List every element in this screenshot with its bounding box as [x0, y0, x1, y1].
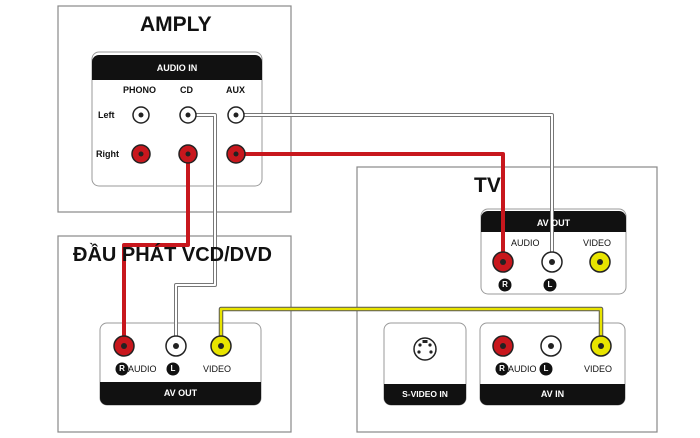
- player-audio-l-jack: [165, 335, 187, 357]
- tv-in-audio-r-jack: [492, 335, 514, 357]
- amply-aux-left-jack: [227, 106, 245, 124]
- player-audio-label: AUDIO: [128, 364, 157, 374]
- tv-in-r-badge-text: R: [499, 364, 505, 373]
- tv-title: TV: [474, 174, 501, 197]
- tv-in-video-jack: [590, 335, 612, 357]
- tv-in-audio-l-jack: [540, 335, 562, 357]
- tv-svideo-footer: S-VIDEO IN: [402, 389, 448, 399]
- amply-aux-right-jack: [226, 144, 246, 164]
- amply-row-left: Left: [98, 110, 115, 120]
- tv-in-l-badge: [539, 362, 553, 376]
- tv-in-r-badge: [495, 362, 509, 376]
- amply-cd-right-jack: [178, 144, 198, 164]
- amply-col-phono: PHONO: [123, 85, 157, 95]
- amply-cd-left-jack: [179, 106, 197, 124]
- amply-audio-in-header: AUDIO IN: [156, 63, 198, 73]
- white-cable-cd: [174, 113, 217, 346]
- amply-col-cd: CD: [180, 85, 193, 95]
- tv-out-audio-r-jack: [492, 251, 514, 273]
- tv-av-out-header: AV OUT: [536, 218, 571, 228]
- amply-row-right: Right: [96, 149, 119, 159]
- tv-out-video-label: VIDEO: [583, 238, 612, 248]
- amply-phono-left-jack: [132, 106, 150, 124]
- player-l-badge: [166, 362, 180, 376]
- yellow-cable-video: [218, 306, 604, 346]
- tv-in-audio-label: AUDIO: [508, 364, 537, 374]
- red-cable-cd: [122, 154, 190, 346]
- player-audio-r-jack: [113, 335, 135, 357]
- tv-out-l-badge-text: L: [547, 280, 553, 289]
- tv-out-l-badge: [543, 278, 557, 292]
- tv-av-in-footer: AV IN: [540, 389, 565, 399]
- tv-out-audio-label: AUDIO: [511, 238, 540, 248]
- player-l-badge-text: L: [170, 364, 176, 373]
- tv-out-r-badge-text: R: [502, 280, 508, 289]
- tv-out-r-badge: [498, 278, 512, 292]
- amply-col-aux: AUX: [226, 85, 246, 95]
- player-video-jack: [210, 335, 232, 357]
- tv-in-l-badge-text: L: [543, 364, 549, 373]
- player-r-badge-text: R: [119, 364, 125, 373]
- white-cable-aux: [236, 113, 554, 262]
- svideo-connector-icon: [413, 337, 437, 361]
- tv-out-audio-l-jack: [541, 251, 563, 273]
- red-cable-aux: [236, 152, 505, 262]
- player-video-label: VIDEO: [203, 364, 232, 374]
- amply-phono-right-jack: [131, 144, 151, 164]
- amply-title: AMPLY: [140, 13, 212, 36]
- player-title: ĐẦU PHÁT VCD/DVD: [73, 244, 272, 266]
- tv-out-video-jack: [589, 251, 611, 273]
- tv-in-video-label: VIDEO: [584, 364, 613, 374]
- player-r-badge: [115, 362, 129, 376]
- player-av-out-footer: AV OUT: [163, 388, 198, 398]
